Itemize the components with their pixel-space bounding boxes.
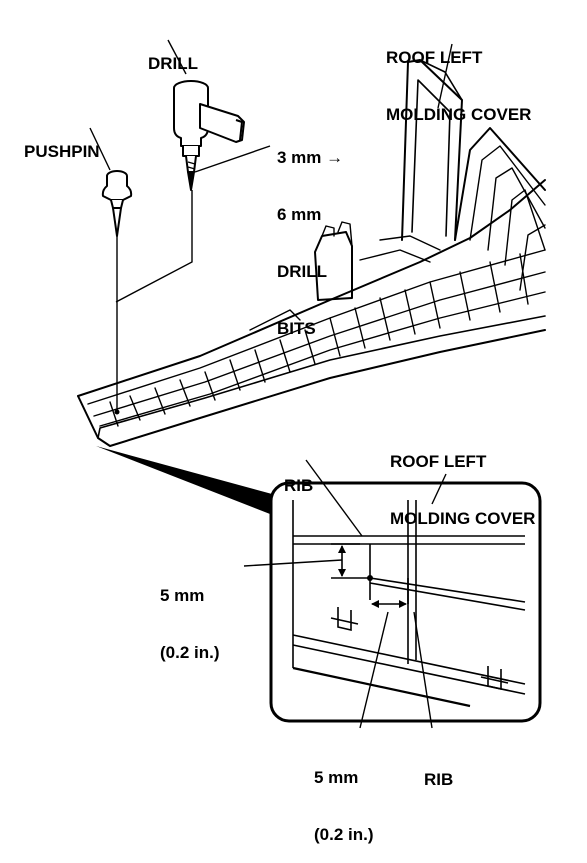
drill-bits-line2: 6 mm xyxy=(277,205,322,224)
drill-point-detail xyxy=(367,575,373,581)
drill-icon xyxy=(173,80,245,191)
dim-vertical-line2: (0.2 in.) xyxy=(160,643,220,662)
pushpin-label: PUSHPIN xyxy=(24,104,100,180)
rib-top-text: RIB xyxy=(284,476,314,495)
roof-cover-top-line2: MOLDING COVER xyxy=(386,105,532,124)
dim-horizontal-line2: (0.2 in.) xyxy=(314,825,374,844)
roof-molding-cover-label-detail: ROOF LEFT MOLDING COVER xyxy=(390,414,535,547)
leader-lines xyxy=(89,39,453,412)
drill-label-text: DRILL xyxy=(148,54,199,73)
detail-panel xyxy=(243,459,542,729)
roof-cover-detail-line1: ROOF LEFT xyxy=(390,452,487,471)
drill-bits-line3: DRILL xyxy=(277,262,328,281)
drill-bits-line4: BITS xyxy=(277,319,316,338)
rib-label-top: RIB xyxy=(284,438,313,514)
pushpin-label-text: PUSHPIN xyxy=(24,142,100,161)
drill-point-marker xyxy=(114,409,120,415)
pushpin-icon xyxy=(101,170,133,237)
dim-horizontal-line1: 5 mm xyxy=(314,768,359,787)
drill-bits-label: 3 mm → 6 mm DRILL BITS xyxy=(277,110,343,357)
callout-wedge xyxy=(96,446,272,514)
roof-molding-cover-illustration xyxy=(77,59,546,447)
roof-molding-cover-label-top: ROOF LEFT MOLDING COVER xyxy=(386,10,531,143)
rib-bottom-text: RIB xyxy=(424,770,454,789)
roof-cover-detail-line2: MOLDING COVER xyxy=(390,509,536,528)
dim-vertical-line1: 5 mm xyxy=(160,586,205,605)
dimension-label-vertical: 5 mm (0.2 in.) xyxy=(160,548,220,681)
drill-label: DRILL xyxy=(148,16,198,92)
dimension-label-horizontal: 5 mm (0.2 in.) xyxy=(314,730,374,863)
installation-diagram xyxy=(77,39,546,729)
rib-label-bottom: RIB xyxy=(424,732,453,808)
drill-bits-line1: 3 mm → xyxy=(277,148,344,167)
roof-cover-top-line1: ROOF LEFT xyxy=(386,48,483,67)
